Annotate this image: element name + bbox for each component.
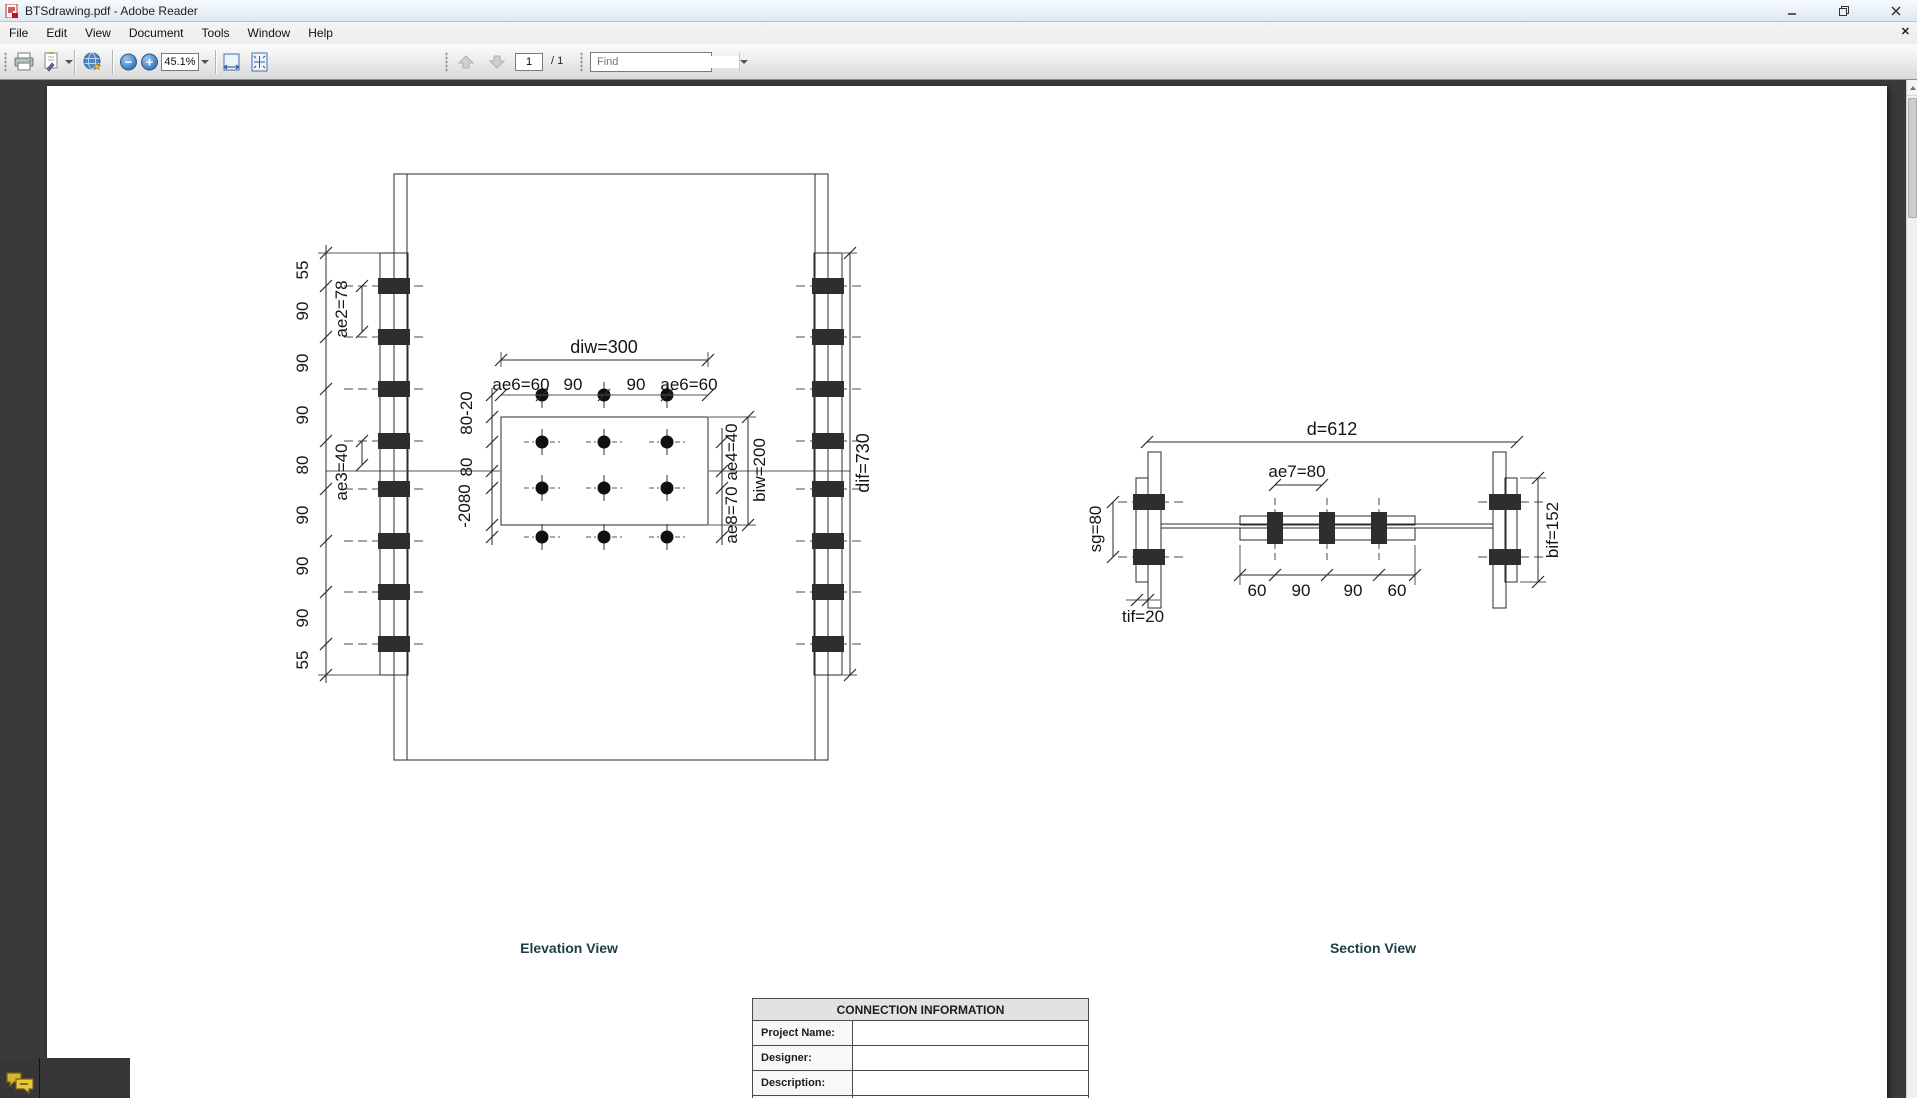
find-dropdown[interactable] <box>739 53 748 71</box>
table-row: Project Name: <box>752 1020 1089 1046</box>
designer-label: Designer: <box>752 1045 853 1071</box>
title-bar[interactable]: BTSdrawing.pdf - Adobe Reader <box>0 0 1917 22</box>
pdf-page <box>47 86 1887 1098</box>
page-count-label: / 1 <box>551 55 564 67</box>
window-title: BTSdrawing.pdf - Adobe Reader <box>25 3 198 18</box>
vertical-scrollbar[interactable] <box>1906 80 1917 1098</box>
share-button[interactable] <box>83 52 104 72</box>
table-row <box>752 1095 1089 1098</box>
zoom-out-icon: − <box>120 53 137 70</box>
fit-page-button[interactable] <box>250 52 269 72</box>
toolbar-grip-3[interactable] <box>580 52 583 72</box>
page-number-input[interactable] <box>515 53 543 71</box>
elevation-view-title: Elevation View <box>520 940 618 956</box>
menu-bar: File Edit View Document Tools Window Hel… <box>0 22 1917 44</box>
close-button[interactable] <box>1883 3 1909 19</box>
menu-window[interactable]: Window <box>247 26 291 40</box>
zoom-dropdown-caret[interactable] <box>201 60 209 64</box>
table-row: Description: <box>752 1070 1089 1096</box>
info-table-title: CONNECTION INFORMATION <box>752 998 1089 1021</box>
corner-patch <box>0 1058 130 1098</box>
designer-value <box>852 1045 1089 1071</box>
menu-edit[interactable]: Edit <box>46 26 68 40</box>
previous-page-button[interactable] <box>455 53 477 71</box>
zoom-in-icon: + <box>141 53 158 70</box>
zoom-level-field[interactable]: 45.1% <box>161 53 199 71</box>
description-label: Description: <box>752 1070 853 1096</box>
scrollbar-thumb[interactable] <box>1908 98 1917 218</box>
toolbar-grip-2[interactable] <box>445 52 448 72</box>
section-view-title: Section View <box>1329 940 1417 956</box>
minimize-button[interactable] <box>1779 3 1805 19</box>
menu-view[interactable]: View <box>85 26 111 40</box>
sign-button[interactable] <box>41 51 73 72</box>
description-value <box>852 1070 1089 1096</box>
find-box[interactable] <box>590 52 748 72</box>
pdf-app-icon <box>5 3 18 18</box>
project-name-label: Project Name: <box>752 1020 853 1046</box>
sign-dropdown-caret[interactable] <box>65 59 73 64</box>
document-pane[interactable]: diw=300 ae6=60 90 90 ae6=60 80-20 80 -20… <box>0 80 1917 1098</box>
toolbar: − + 45.1% <box>0 44 1917 80</box>
menu-tools[interactable]: Tools <box>201 26 230 40</box>
next-page-button[interactable] <box>486 53 508 71</box>
globe-icon <box>83 52 102 70</box>
comments-icon[interactable] <box>5 1070 35 1096</box>
menu-help[interactable]: Help <box>308 26 333 40</box>
page-up-icon <box>457 55 475 69</box>
menu-document[interactable]: Document <box>128 26 184 40</box>
connection-info-table: CONNECTION INFORMATION Project Name: Des… <box>752 998 1089 1098</box>
table-row: Designer: <box>752 1045 1089 1071</box>
project-name-value <box>852 1020 1089 1046</box>
scroll-up-icon[interactable] <box>1907 80 1917 96</box>
fit-page-icon <box>251 52 268 71</box>
page-down-icon <box>488 55 506 69</box>
zoom-in-button[interactable]: + <box>141 53 158 70</box>
panel-seam <box>39 1058 40 1098</box>
printer-icon <box>14 52 34 70</box>
find-input[interactable] <box>591 56 739 68</box>
menu-file[interactable]: File <box>9 26 29 40</box>
zoom-out-button[interactable]: − <box>120 53 137 70</box>
scroll-mode-button[interactable] <box>223 52 240 72</box>
sign-pen-icon <box>44 51 58 71</box>
menubar-close-icon[interactable]: ✕ <box>1900 26 1910 38</box>
restore-button[interactable] <box>1831 3 1857 19</box>
toolbar-grip[interactable] <box>4 52 7 72</box>
print-button[interactable] <box>13 52 35 72</box>
fit-width-icon <box>223 53 240 70</box>
